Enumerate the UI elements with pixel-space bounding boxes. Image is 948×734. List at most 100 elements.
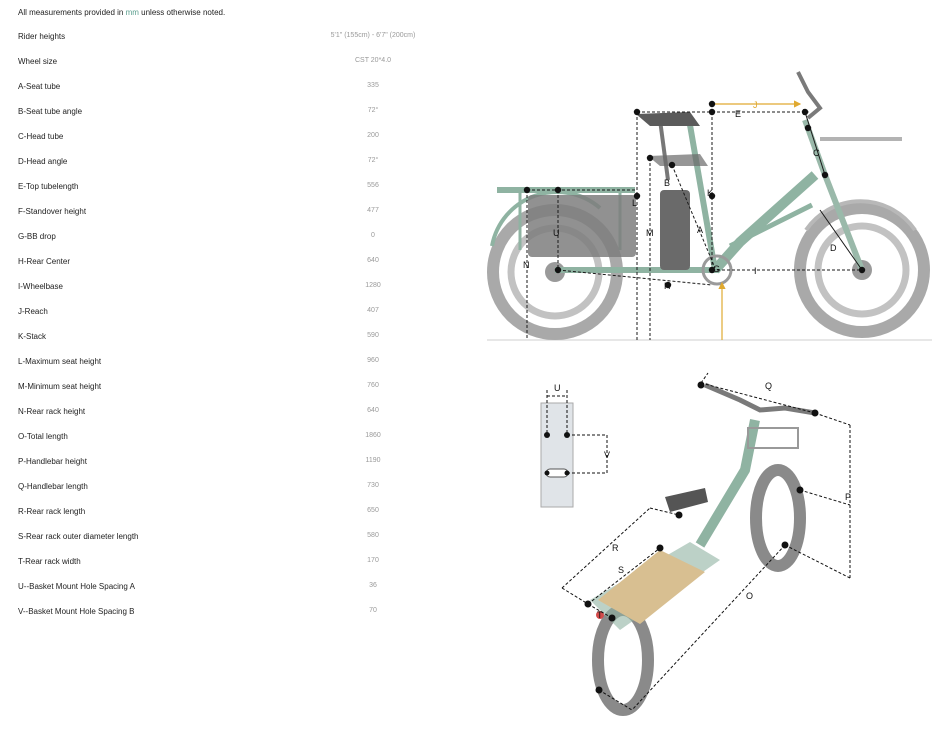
front-tire-3q xyxy=(750,464,806,572)
spec-row: Rider heights 5'1" (155cm) - 6'7" (200cm) xyxy=(18,24,438,49)
spec-value: 960 xyxy=(367,357,379,364)
label-D: D xyxy=(830,243,837,253)
label-S: S xyxy=(618,565,624,575)
label-H: H xyxy=(664,281,671,291)
label-N: N xyxy=(523,260,530,270)
handlebar-3q xyxy=(704,382,816,416)
label-G: G xyxy=(713,264,720,274)
label-C: C xyxy=(813,148,820,158)
spec-label: K-Stack xyxy=(18,332,47,341)
spec-value: 5'1" (155cm) - 6'7" (200cm) xyxy=(330,32,416,39)
spec-label: A-Seat tube xyxy=(18,82,61,91)
spec-label: M-Minimum seat height xyxy=(18,382,102,391)
tail-light xyxy=(596,611,604,619)
spec-value: 760 xyxy=(367,382,379,389)
side-measure-points xyxy=(523,100,866,289)
spec-value: 640 xyxy=(367,257,379,264)
label-U-side: U xyxy=(553,228,560,238)
spec-value: 580 xyxy=(367,532,379,539)
spec-label: F-Standover height xyxy=(18,207,87,216)
main-frame-3q xyxy=(695,419,760,548)
handlebar xyxy=(796,71,823,120)
label-L: L xyxy=(632,198,637,208)
battery xyxy=(660,190,690,270)
spec-label: E-Top tubelength xyxy=(18,182,79,191)
label-A: A xyxy=(697,225,703,235)
label-V: V xyxy=(604,450,610,460)
geometry-spec-table: Rider heights 5'1" (155cm) - 6'7" (200cm)… xyxy=(18,24,438,624)
mount-plate xyxy=(540,402,574,508)
spec-label: U--Basket Mount Hole Spacing A xyxy=(18,582,135,591)
spec-value: 0 xyxy=(371,232,375,239)
spec-label: Q-Handlebar length xyxy=(18,482,88,491)
spec-row: D-Head angle 72° xyxy=(18,149,438,174)
saddle-3q xyxy=(665,488,708,512)
spec-row: Q-Handlebar length 730 xyxy=(18,474,438,499)
spec-row: R-Rear rack length 650 xyxy=(18,499,438,524)
spec-label: N-Rear rack height xyxy=(18,407,86,416)
spec-value: 407 xyxy=(367,307,379,314)
spec-label: Wheel size xyxy=(18,57,58,66)
saddle-high xyxy=(636,112,700,126)
pannier-bag xyxy=(528,195,636,257)
note-text-end: unless otherwise noted. xyxy=(138,8,226,17)
spec-label: C-Head tube xyxy=(18,132,64,141)
spec-row: H-Rear Center 640 xyxy=(18,249,438,274)
label-R: R xyxy=(612,543,619,553)
label-M: M xyxy=(646,228,654,238)
spec-value: 170 xyxy=(367,557,379,564)
label-T: T xyxy=(597,610,603,620)
spec-row: C-Head tube 200 xyxy=(18,124,438,149)
spec-value: 590 xyxy=(367,332,379,339)
label-E: E xyxy=(735,109,741,119)
spec-label: B-Seat tube angle xyxy=(18,107,83,116)
spec-value: 640 xyxy=(367,407,379,414)
spec-row: A-Seat tube 335 xyxy=(18,74,438,99)
spec-label: P-Handlebar height xyxy=(18,457,87,466)
spec-label: Rider heights xyxy=(18,32,66,41)
label-O: O xyxy=(746,591,753,601)
rear-rack xyxy=(497,187,635,193)
spec-value: 556 xyxy=(367,182,379,189)
spec-value: 200 xyxy=(367,132,379,139)
spec-value: 72° xyxy=(367,157,379,164)
spec-label: S-Rear rack outer diameter length xyxy=(18,532,139,541)
spec-row: L-Maximum seat height 960 xyxy=(18,349,438,374)
spec-value: 730 xyxy=(367,482,379,489)
label-J: J xyxy=(753,100,758,110)
spec-value: 477 xyxy=(367,207,379,214)
label-P: P xyxy=(845,492,851,502)
spec-row: U--Basket Mount Hole Spacing A 36 xyxy=(18,574,438,599)
front-fender xyxy=(804,199,917,232)
spec-label: T-Rear rack width xyxy=(18,557,81,566)
spec-row: S-Rear rack outer diameter length 580 xyxy=(18,524,438,549)
spec-value: 1280 xyxy=(365,282,381,289)
spec-label: R-Rear rack length xyxy=(18,507,86,516)
spec-label: H-Rear Center xyxy=(18,257,71,266)
spec-value: 72° xyxy=(367,107,379,114)
label-I: I xyxy=(754,266,757,276)
spec-label: L-Maximum seat height xyxy=(18,357,102,366)
cargo-deck xyxy=(598,550,705,624)
front-basket-3q xyxy=(747,427,799,449)
spec-row: F-Standover height 477 xyxy=(18,199,438,224)
spec-row: I-Wheelbase 1280 xyxy=(18,274,438,299)
spec-row: B-Seat tube angle 72° xyxy=(18,99,438,124)
spec-value: 335 xyxy=(367,82,379,89)
spec-value: 1860 xyxy=(365,432,381,439)
spec-row: T-Rear rack width 170 xyxy=(18,549,438,574)
spec-label: D-Head angle xyxy=(18,157,68,166)
measurement-note: All measurements provided in mm unless o… xyxy=(18,8,225,17)
spec-value: 650 xyxy=(367,507,379,514)
spec-label: I-Wheelbase xyxy=(18,282,63,291)
spec-value: 36 xyxy=(369,582,377,589)
rear-measure-points xyxy=(584,381,819,694)
spec-row: M-Minimum seat height 760 xyxy=(18,374,438,399)
front-rack xyxy=(820,137,902,141)
side-dimension-lines xyxy=(526,109,863,340)
label-U-mount: U xyxy=(554,383,561,393)
